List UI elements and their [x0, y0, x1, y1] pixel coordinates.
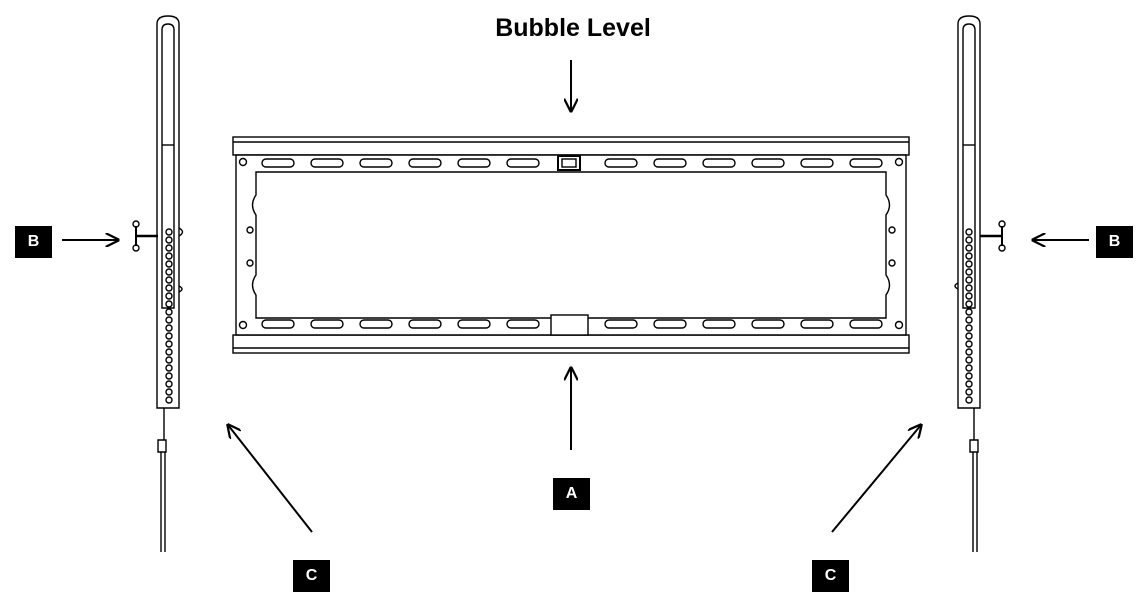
label-c-left: C: [293, 560, 330, 592]
arrow-to-left-arm: [228, 425, 313, 533]
right-bracket-arm: [954, 15, 1006, 552]
bubble-level-vial: [557, 155, 581, 171]
bottom-mounting-slots: [261, 319, 883, 329]
bubble-level-title: Bubble Level: [495, 14, 651, 42]
wall-plate: [232, 136, 910, 354]
label-a: A: [553, 478, 590, 510]
right-arm-holes: [965, 228, 973, 404]
arrow-to-right-arm: [831, 425, 921, 533]
top-mounting-slots: [261, 158, 883, 168]
label-c-right: C: [812, 560, 849, 592]
label-b-left: B: [15, 226, 52, 258]
left-bracket-arm: [132, 15, 184, 552]
left-arm-holes: [165, 228, 173, 404]
label-b-right: B: [1096, 226, 1133, 258]
